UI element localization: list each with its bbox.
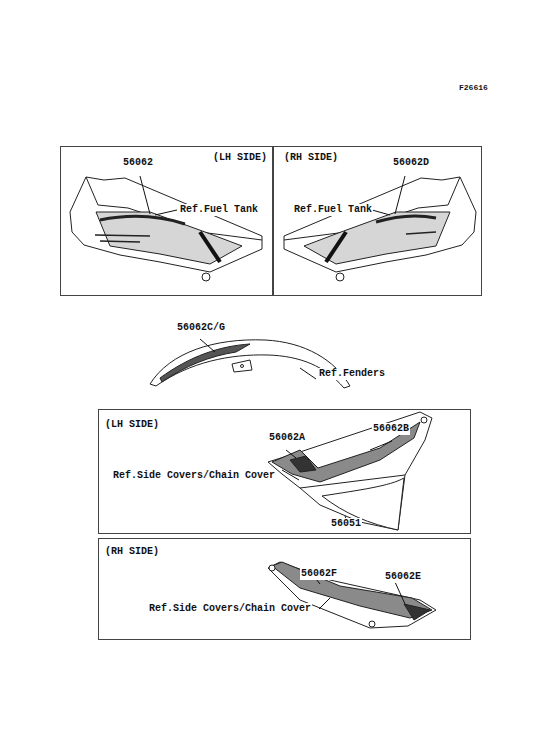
side-cover-lh — [268, 412, 432, 530]
front-fender — [150, 340, 350, 388]
panel-heading: (LH SIDE) — [105, 419, 159, 431]
side-cover-rh — [268, 562, 436, 628]
reference-note: Ref.Side Covers/Chain Cover — [112, 470, 276, 482]
panel-heading: (LH SIDE) — [213, 152, 267, 164]
callout-number: 56062E — [384, 571, 422, 583]
figure-code: F26616 — [458, 82, 489, 94]
side-panel: (RH SIDE) — [273, 146, 482, 296]
tank-shroud-lh — [70, 177, 262, 281]
reference-note: Ref.Fuel Tank — [179, 204, 259, 216]
callout-number: 56062A — [268, 432, 306, 444]
reference-note: Ref.Side Covers/Chain Cover — [148, 603, 312, 615]
callout-number: 56062B — [372, 423, 410, 435]
callout-number: 56062F — [300, 568, 338, 580]
reference-note: Ref.Fuel Tank — [293, 204, 373, 216]
panel-heading: (RH SIDE) — [284, 152, 338, 164]
side-panel: (RH SIDE) — [98, 538, 471, 640]
tank-shroud-rh — [284, 177, 476, 281]
callout-number: 56062 — [122, 157, 154, 169]
reference-note: Ref.Fenders — [318, 368, 386, 380]
callout-number: 56062D — [392, 157, 430, 169]
panel-heading: (RH SIDE) — [105, 546, 159, 558]
callout-number: 56051 — [330, 518, 362, 530]
side-panel: (LH SIDE) — [60, 146, 273, 296]
callout-number: 56062C/G — [176, 322, 226, 334]
